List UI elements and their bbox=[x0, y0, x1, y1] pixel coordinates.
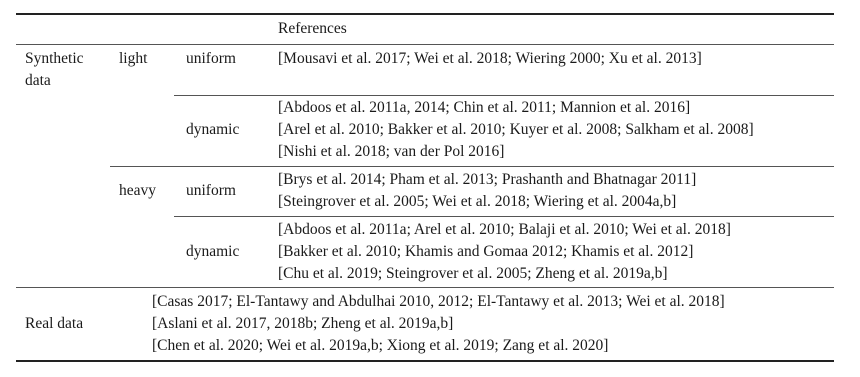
heavy-label: heavy bbox=[119, 182, 157, 199]
reference-line: [Abdoos et al. 2011a, 2014; Chin et al. … bbox=[278, 99, 691, 116]
references-table: References Synthetic data light uniform … bbox=[16, 0, 834, 377]
light-dynamic-rule bbox=[174, 95, 834, 96]
real-data-rule bbox=[16, 287, 834, 288]
reference-line: [Steingrover et al. 2005; Wei et al. 201… bbox=[278, 193, 677, 210]
heavy-dynamic-refs: [Abdoos et al. 2011a; Arel et al. 2010; … bbox=[278, 219, 731, 285]
reference-line: [Mousavi et al. 2017; Wei et al. 2018; W… bbox=[278, 50, 702, 67]
references-header: References bbox=[278, 20, 347, 37]
reference-line: [Aslani et al. 2017, 2018b; Zheng et al.… bbox=[152, 315, 454, 332]
real-data-label: Real data bbox=[25, 315, 84, 332]
reference-line: [Chu et al. 2019; Steingrover et al. 200… bbox=[278, 265, 668, 282]
synthetic-data-label-line1: Synthetic bbox=[25, 50, 84, 67]
header-rule bbox=[16, 44, 834, 45]
reference-line: [Bakker et al. 2010; Khamis and Gomaa 20… bbox=[278, 243, 694, 260]
synthetic-data-label-line2: data bbox=[25, 72, 51, 89]
bottom-rule bbox=[16, 360, 834, 362]
heavy-uniform-label: uniform bbox=[186, 182, 236, 199]
reference-line: [Nishi et al. 2018; van der Pol 2016] bbox=[278, 143, 505, 160]
light-dynamic-label: dynamic bbox=[186, 121, 240, 138]
reference-line: [Abdoos et al. 2011a; Arel et al. 2010; … bbox=[278, 221, 731, 238]
light-uniform-refs: [Mousavi et al. 2017; Wei et al. 2018; W… bbox=[278, 48, 702, 70]
light-uniform-label: uniform bbox=[186, 50, 236, 67]
top-rule bbox=[16, 13, 834, 15]
heavy-dynamic-label: dynamic bbox=[186, 243, 240, 260]
reference-line: [Arel et al. 2010; Bakker et al. 2010; K… bbox=[278, 121, 754, 138]
heavy-rule bbox=[110, 166, 834, 167]
reference-line: [Brys et al. 2014; Pham et al. 2013; Pra… bbox=[278, 171, 697, 188]
reference-line: [Casas 2017; El-Tantawy and Abdulhai 201… bbox=[152, 293, 725, 310]
heavy-uniform-refs: [Brys et al. 2014; Pham et al. 2013; Pra… bbox=[278, 169, 696, 213]
light-label: light bbox=[119, 50, 148, 67]
reference-line: [Chen et al. 2020; Wei et al. 2019a,b; X… bbox=[152, 337, 609, 354]
real-data-refs: [Casas 2017; El-Tantawy and Abdulhai 201… bbox=[152, 291, 725, 357]
light-dynamic-refs: [Abdoos et al. 2011a, 2014; Chin et al. … bbox=[278, 97, 754, 163]
heavy-dynamic-rule bbox=[174, 216, 834, 217]
